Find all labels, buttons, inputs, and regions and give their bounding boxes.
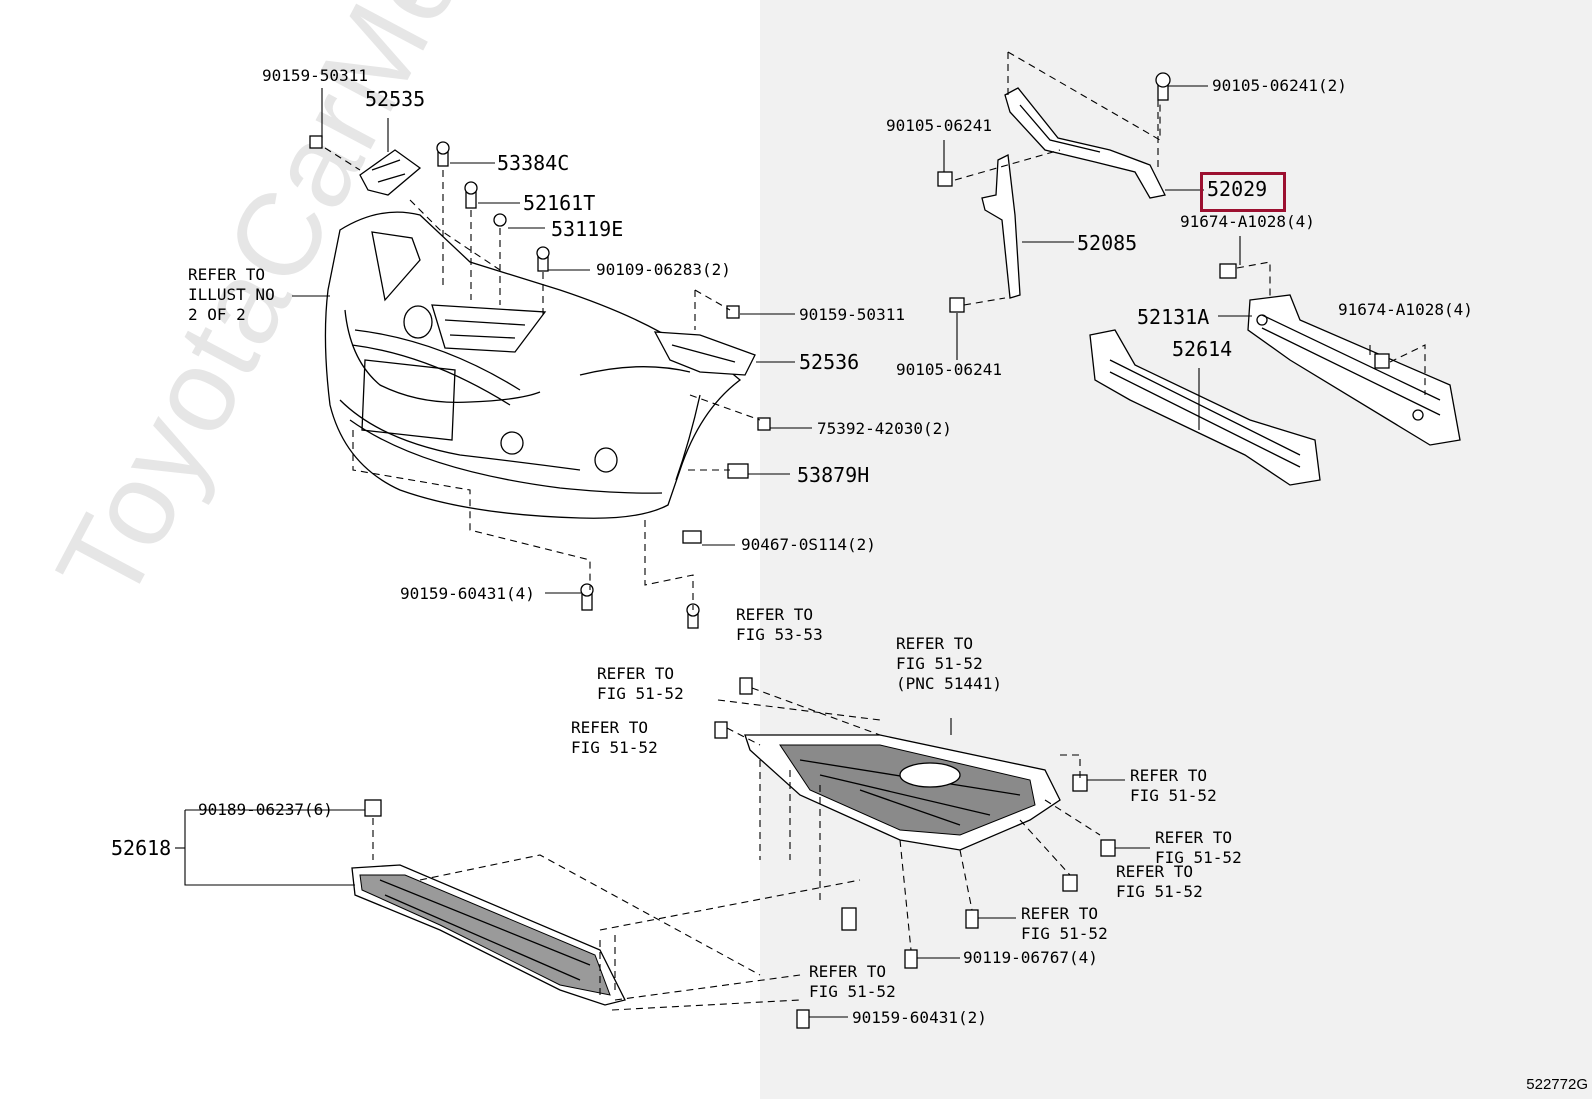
label-refer-fig-51-52-f[interactable]: REFER TO FIG 51-52 (1021, 904, 1108, 943)
label-75392-42030[interactable]: 75392-42030(2) (817, 419, 952, 438)
leader-lines-left (292, 88, 812, 610)
label-refer-fig-51-52-d[interactable]: REFER TO FIG 51-52 (1155, 828, 1242, 867)
label-90467-0s114[interactable]: 90467-0S114(2) (741, 535, 876, 554)
part-52131a-drawing (1247, 294, 1461, 446)
label-52618[interactable]: 52618 (111, 836, 172, 860)
label-refer-fig-51-52-c[interactable]: REFER TO FIG 51-52 (1130, 766, 1217, 805)
label-52535[interactable]: 52535 (365, 87, 426, 111)
part-52029-drawing (1004, 87, 1166, 199)
reinforcement-drawing (937, 72, 1461, 486)
part-52085-drawing (981, 154, 1021, 299)
leader-lines-bottom-left (175, 809, 861, 1011)
label-53384c[interactable]: 53384C (497, 151, 570, 175)
label-refer-fig-51-52-g[interactable]: REFER TO FIG 51-52 (809, 962, 896, 1001)
highlight-frame-52029 (1200, 172, 1286, 212)
label-90159-60431-2[interactable]: 90159-60431(2) (852, 1008, 987, 1027)
bumper-cover-drawing (324, 211, 742, 519)
label-52085[interactable]: 52085 (1077, 231, 1138, 255)
label-90109-06283[interactable]: 90109-06283(2) (596, 260, 731, 279)
label-52161t[interactable]: 52161T (523, 191, 596, 215)
label-91674-a1028-b[interactable]: 91674-A1028(4) (1338, 300, 1473, 319)
label-refer-fig-51-52-b[interactable]: REFER TO FIG 51-52 (571, 718, 658, 757)
label-90119-06767[interactable]: 90119-06767(4) (963, 948, 1098, 967)
part-52161t-drawing (431, 304, 547, 353)
gray-background-panel (760, 0, 1592, 1099)
label-refer-pnc-51441[interactable]: REFER TO FIG 51-52 (PNC 51441) (896, 634, 1002, 693)
label-refer-fig-51-52-e[interactable]: REFER TO FIG 51-52 (1116, 862, 1203, 901)
label-90105-06241-2[interactable]: 90105-06241(2) (1212, 76, 1347, 95)
label-52536[interactable]: 52536 (799, 350, 860, 374)
label-90105-06241-a[interactable]: 90105-06241 (886, 116, 992, 135)
label-90159-50311-b[interactable]: 90159-50311 (799, 305, 905, 324)
leader-lines-under-cover (717, 687, 1150, 1018)
part-52535-drawing (359, 149, 422, 196)
label-90159-50311-a[interactable]: 90159-50311 (262, 66, 368, 85)
part-52618-drawing (351, 799, 626, 1006)
label-91674-a1028-a[interactable]: 91674-A1028(4) (1180, 212, 1315, 231)
label-refer-fig-53-53[interactable]: REFER TO FIG 53-53 (736, 605, 823, 644)
label-90189-06237[interactable]: 90189-06237(6) (198, 800, 333, 819)
figure-number: 522772G (1526, 1076, 1588, 1093)
leader-lines-right-top (943, 51, 1426, 430)
label-53879h[interactable]: 53879H (797, 463, 870, 487)
fastener-drawings (309, 135, 771, 629)
label-52614[interactable]: 52614 (1172, 337, 1233, 361)
label-refer-illust-no-2[interactable]: REFER TO ILLUST NO 2 OF 2 (188, 265, 275, 324)
label-refer-fig-51-52-a[interactable]: REFER TO FIG 51-52 (597, 664, 684, 703)
label-53119e[interactable]: 53119E (551, 217, 624, 241)
label-52029[interactable]: 52029 (1207, 177, 1268, 201)
label-52131a[interactable]: 52131A (1137, 305, 1210, 329)
label-90105-06241-b[interactable]: 90105-06241 (896, 360, 1002, 379)
label-90159-60431-4[interactable]: 90159-60431(4) (400, 584, 535, 603)
under-cover-drawing (714, 677, 1116, 1029)
